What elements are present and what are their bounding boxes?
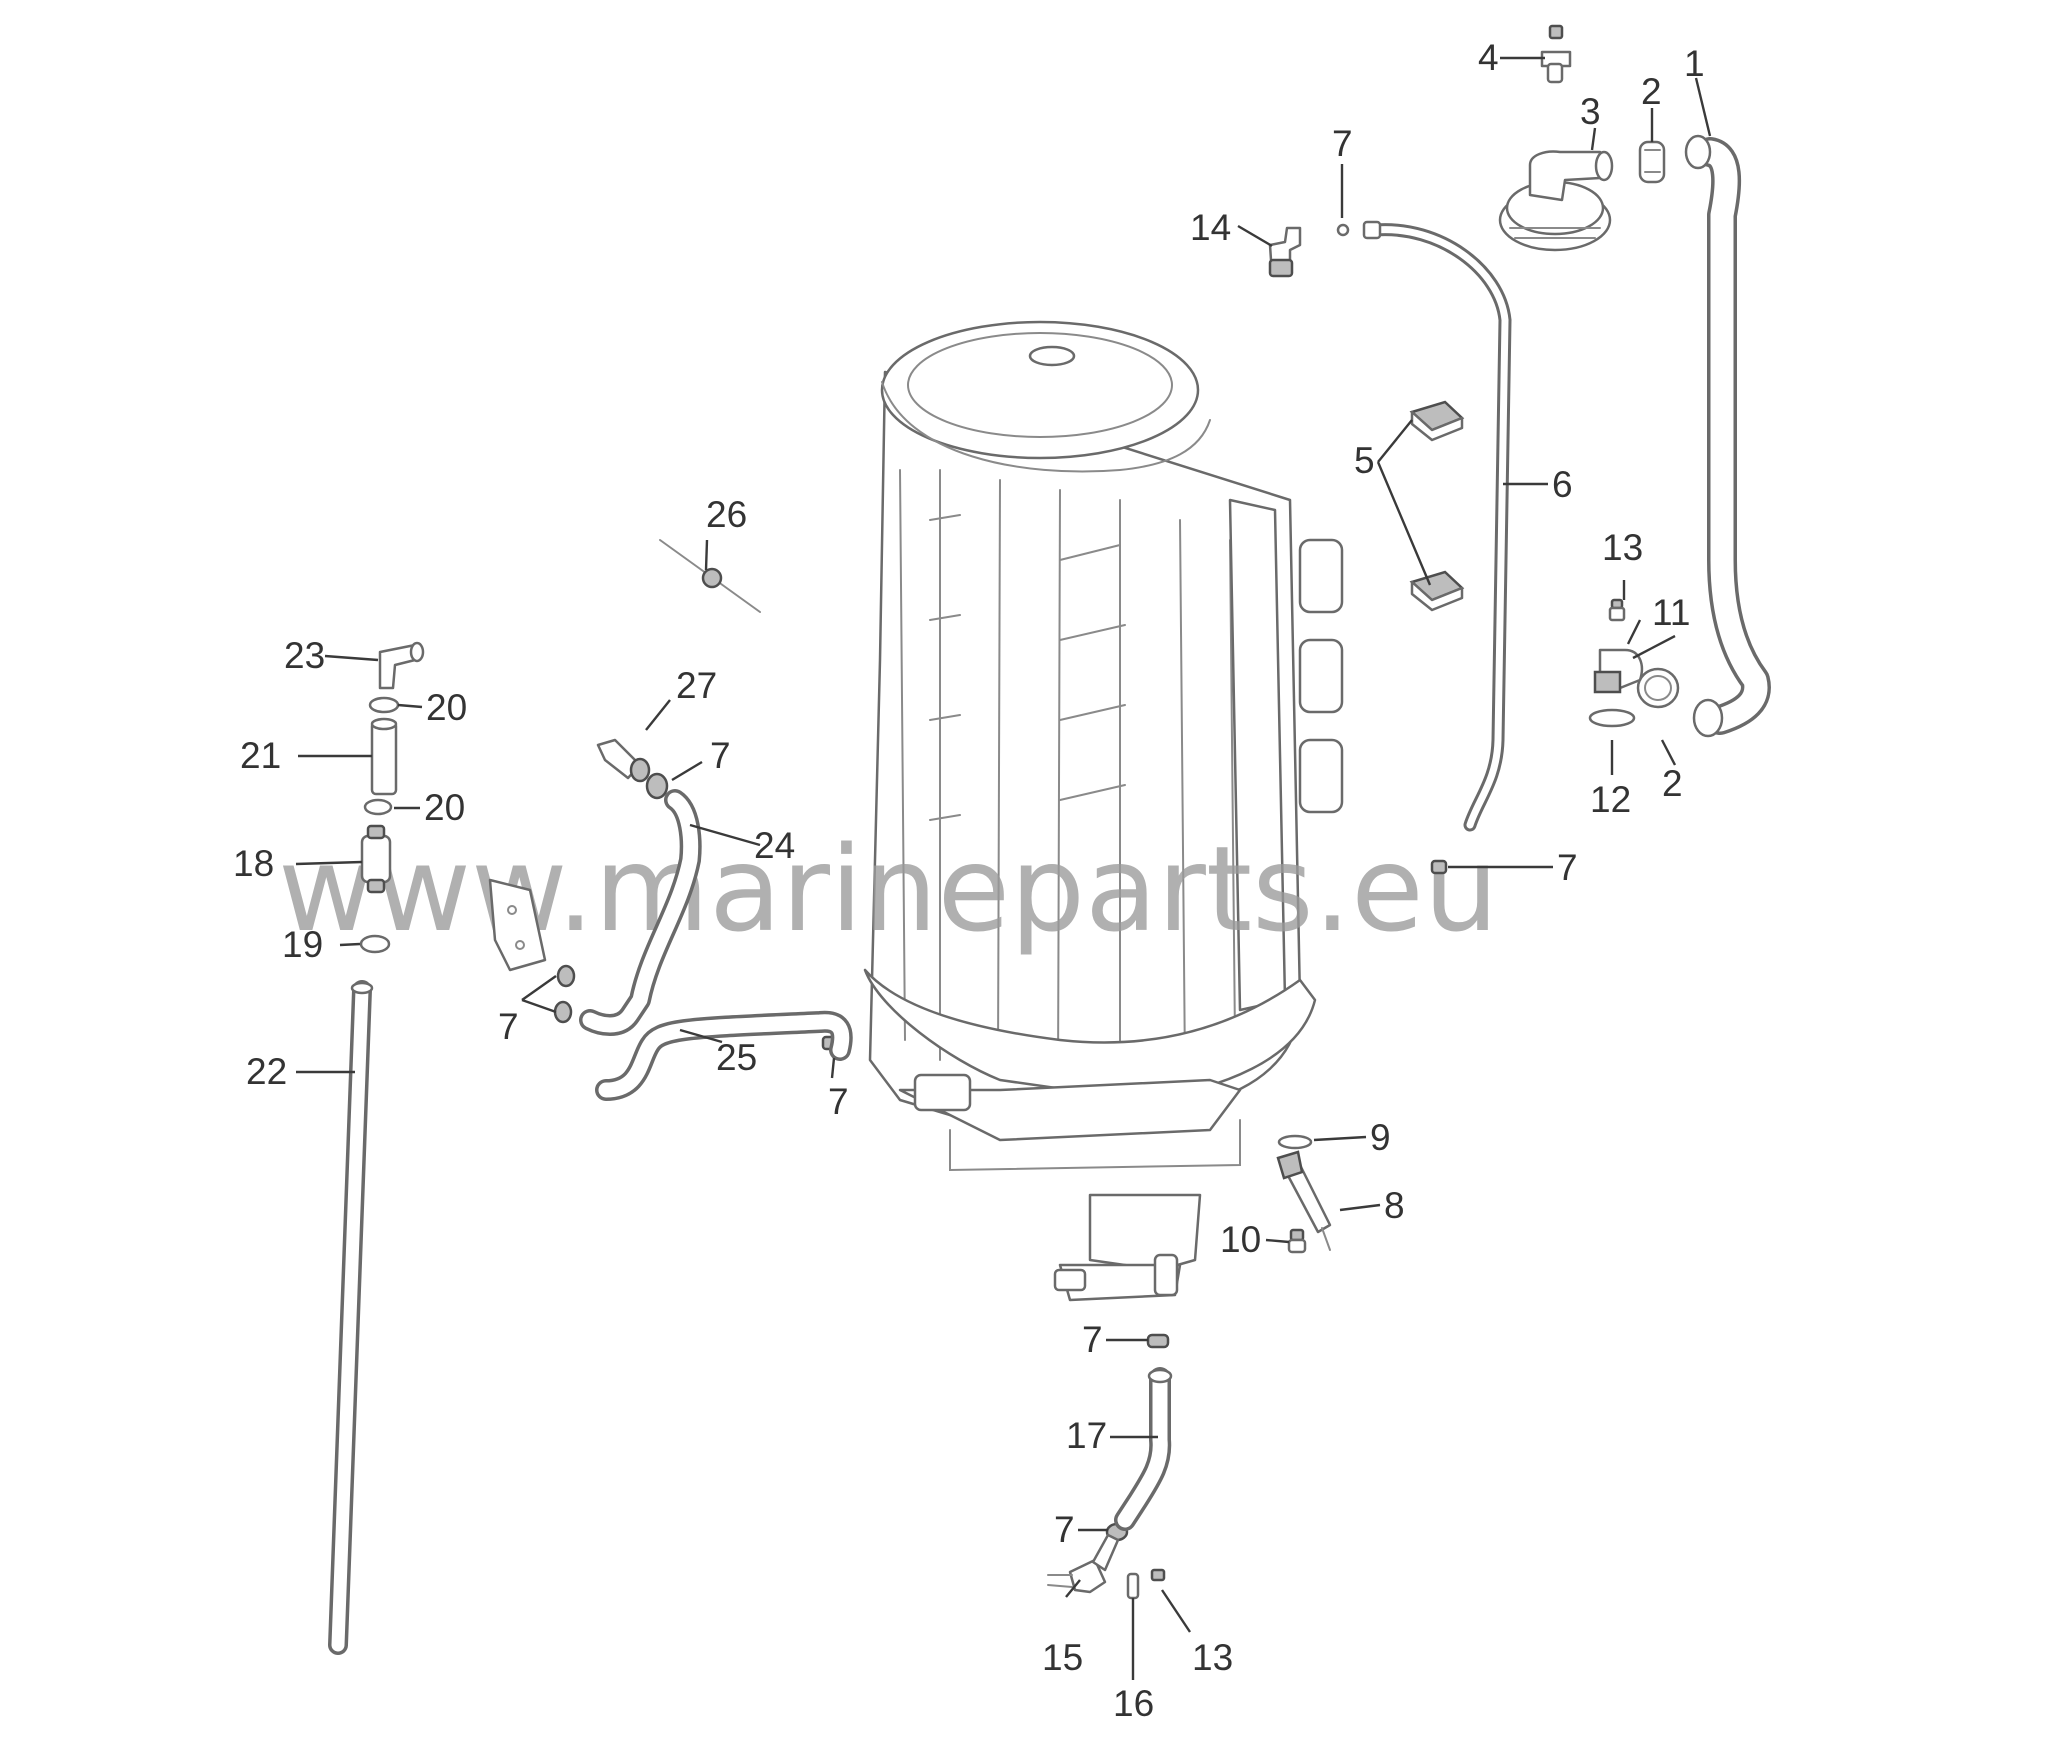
callout-13-lower: 13 [1192, 1637, 1233, 1678]
callout-17: 17 [1066, 1415, 1107, 1456]
part-7-clamp-bottom-a [1146, 1333, 1170, 1349]
part-20-clamp-upper [368, 696, 400, 714]
part-8-sensor [1276, 1150, 1332, 1251]
callout-13-upper: 13 [1602, 527, 1643, 568]
part-20-clamp-lower [363, 798, 393, 816]
watermark-text: www.marineparts.eu [278, 820, 1499, 958]
callout-9: 9 [1370, 1117, 1391, 1158]
callout-7-right: 7 [1557, 847, 1578, 888]
callout-20-lower: 20 [424, 787, 465, 828]
part-2-clamp-upper [1638, 140, 1666, 184]
part-24-hose [579, 789, 702, 1036]
callout-26: 26 [706, 494, 747, 535]
part-22-tube [328, 980, 374, 1655]
callout-4: 4 [1478, 37, 1499, 78]
callout-19: 19 [282, 924, 323, 965]
callout-14: 14 [1190, 207, 1231, 248]
callout-7-bottom: 7 [1054, 1509, 1075, 1550]
part-7-clamp-left-a [556, 964, 576, 988]
part-5-grommet-lower [1409, 570, 1465, 612]
part-7-clamp-left-b [553, 1000, 573, 1024]
callout-27: 27 [676, 665, 717, 706]
callout-23: 23 [284, 635, 325, 676]
callout-25: 25 [716, 1037, 757, 1078]
part-27-fitting [596, 738, 651, 783]
callout-11: 11 [1652, 592, 1690, 633]
part-17-hose [1114, 1367, 1173, 1531]
callout-15: 15 [1042, 1637, 1083, 1678]
part-2-oring-lower [1636, 667, 1680, 709]
callout-21: 21 [240, 735, 281, 776]
callout-18: 18 [233, 843, 274, 884]
callout-7-left: 7 [498, 1006, 519, 1047]
part-1-hose [1684, 134, 1771, 738]
callout-7-upper-left: 7 [710, 735, 731, 776]
part-23-tfitting [378, 641, 425, 690]
callout-5: 5 [1354, 440, 1375, 481]
part-13-screw-upper [1608, 598, 1626, 622]
callout-20-upper: 20 [426, 687, 467, 728]
part-12-oring [1588, 708, 1636, 728]
callout-3: 3 [1580, 91, 1601, 132]
callout-7-lower: 7 [1082, 1319, 1103, 1360]
callout-labels: 1 2 2 3 4 5 6 7 7 7 7 7 7 7 8 9 10 11 12… [233, 37, 1705, 1724]
part-21-hose [370, 717, 398, 796]
callout-7-top: 7 [1332, 123, 1353, 164]
part-6-hose [1362, 220, 1512, 832]
part-5-grommet-upper [1409, 400, 1465, 442]
engine-block [863, 320, 1344, 1302]
callout-24: 24 [754, 825, 795, 866]
callout-2-lower: 2 [1662, 763, 1683, 804]
callout-8: 8 [1384, 1185, 1405, 1226]
part-11-fitting [1593, 648, 1644, 694]
callout-2-upper: 2 [1641, 71, 1662, 112]
part-10-nut [1287, 1228, 1307, 1254]
callout-6: 6 [1552, 464, 1573, 505]
part-7-clamp-top [1336, 223, 1350, 237]
part-3-elbow-fitting [1498, 150, 1614, 252]
part-19-clamp [359, 934, 391, 954]
part-13-screw-lower [1150, 1568, 1166, 1582]
callout-16: 16 [1113, 1683, 1154, 1724]
bracket-plate [488, 878, 547, 972]
callout-12: 12 [1590, 779, 1631, 820]
part-7-clamp-right [1430, 859, 1448, 875]
part-18-fitting [360, 824, 392, 894]
part-26-tie [659, 539, 761, 613]
callout-10: 10 [1220, 1219, 1261, 1260]
callout-1: 1 [1684, 43, 1705, 84]
part-7-clamp-upper-left [645, 772, 669, 800]
part-15-fitting [1047, 1533, 1120, 1594]
part-4-bolt [1540, 24, 1572, 84]
leader-lines [295, 56, 1712, 1680]
callout-22: 22 [246, 1051, 287, 1092]
part-14-fitting [1268, 226, 1302, 278]
part-9-oring [1277, 1134, 1313, 1150]
callout-7-mid: 7 [828, 1081, 849, 1122]
part-16-pin [1126, 1572, 1140, 1600]
